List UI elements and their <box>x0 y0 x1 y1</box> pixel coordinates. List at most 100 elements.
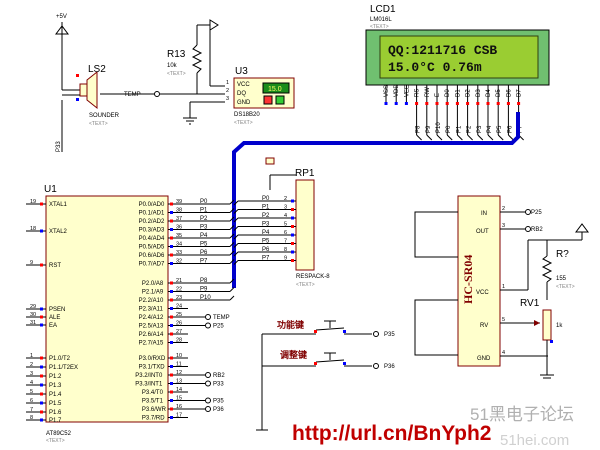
u1-right-pin-name: P3.7/RD <box>142 416 165 422</box>
u1-right-pin-number: 28 <box>176 338 182 344</box>
u1-left-pin-number: 3 <box>30 371 33 377</box>
lcd-net-label: P6 <box>507 125 513 133</box>
rp1-pin-number: 7 <box>284 239 287 245</box>
rp1-pin-number: 5 <box>284 222 287 228</box>
lcd-net-label: P1 <box>456 125 462 133</box>
u1-left-pin-name: P1.4 <box>49 392 62 398</box>
u1-right-pin-name: P0.2/AD2 <box>139 219 165 225</box>
resistor-rq[interactable]: R? 155 <TEXT> <box>527 223 589 300</box>
sounder-ls2[interactable]: LS2 SOUNDER <TEXT> P33 <box>56 64 120 152</box>
u1-left-pin-name: PSEN <box>49 307 65 313</box>
u1-left-pin-number: 8 <box>30 415 33 421</box>
u1-left-pin-name: ALE <box>49 315 60 321</box>
vcc-terminal[interactable]: +5V <box>55 14 69 90</box>
lcd-net-label: P7 <box>518 125 524 133</box>
hcsr04-pin-rv: RV <box>480 323 488 329</box>
u1-net-label: RB2 <box>213 373 225 379</box>
u1-left-pin-number: 19 <box>30 199 36 205</box>
u1-right-pin-name: P0.5/AD5 <box>139 245 165 251</box>
u1-right-pin-name: P0.1/AD1 <box>139 211 165 217</box>
u1-part: AT89C52 <box>46 431 72 437</box>
u1-left-pin-name: P1.3 <box>49 383 62 389</box>
ls2-text: <TEXT> <box>89 121 108 127</box>
lcd-net-label: P3 <box>477 125 483 133</box>
lcd-ref: LCD1 <box>370 4 396 15</box>
lcd-net-label: P8 <box>416 125 422 133</box>
u1-left-pin-number: 7 <box>30 407 33 413</box>
rp1-net-label: P4 <box>262 230 270 236</box>
lcd-pin-label: RW <box>425 87 431 97</box>
function-button[interactable]: 功能键 P35 <box>262 319 395 338</box>
hcsr04-num-in: 2 <box>502 206 505 212</box>
rq-value: 155 <box>556 276 567 282</box>
hcsr04-pin-vcc: VCC <box>476 290 489 296</box>
lcd-net-label: P2 <box>467 125 473 133</box>
watermark-faint: 51hei.com <box>500 432 569 449</box>
potentiometer-rv1[interactable]: RV1 1k <box>520 298 563 379</box>
adjust-button-label: 调整键 <box>280 349 308 360</box>
lcd-part: LM016L <box>370 17 392 23</box>
lcd-pin-label: D6 <box>506 89 512 97</box>
u1-text: <TEXT> <box>46 438 65 444</box>
rv1-value: 1k <box>556 323 563 329</box>
u1-left-pin-number: 6 <box>30 398 33 404</box>
u1-right-pin-number: 27 <box>176 329 182 335</box>
lcd-text: <TEXT> <box>370 24 389 30</box>
u3-text: <TEXT> <box>234 120 253 126</box>
u1-left-pin-name: XTAL2 <box>49 229 68 235</box>
u1-right-pin-name: P2.3/A11 <box>139 307 164 313</box>
watermark: 51黑电子论坛 51hei.com http://url.cn/BnYph2 <box>292 405 574 449</box>
u1-right-pin-number: 17 <box>176 413 182 419</box>
u1-right-pin-name: P3.2/INT0 <box>135 373 163 379</box>
u1-right-pin-name: P3.5/T1 <box>142 399 164 405</box>
rq-ref: R? <box>556 249 569 260</box>
lcd-pin-label: D1 <box>455 89 461 97</box>
u1-right-pin-name: P2.6/A14 <box>139 332 164 338</box>
u1-right-pin-number: 11 <box>176 362 182 368</box>
rp1-net-label: P3 <box>262 222 270 228</box>
u3-part: DS18B20 <box>234 112 260 118</box>
u1-left-pin-number: 1 <box>30 353 33 359</box>
u1-right-pin-name: P0.3/AD3 <box>139 228 165 234</box>
u1-right-pin-name: P0.6/AD6 <box>139 253 165 259</box>
hc-sr04-module[interactable]: HC-SR04 IN OUT VCC RV GND P25 2 RB2 3 1 … <box>414 195 548 367</box>
rp1-net-label: P0 <box>262 196 270 202</box>
lcd-module[interactable]: LCD1 LM016L <TEXT> QQ:1211716 CSB 15.0°C… <box>365 4 550 141</box>
u1-left-pin-number: 31 <box>30 320 36 326</box>
r13-value: 10k <box>167 63 178 69</box>
rq-text: <TEXT> <box>556 284 575 290</box>
ls2-ref: LS2 <box>88 64 106 75</box>
u1-net-label: P33 <box>213 382 224 388</box>
u1-left-pin-name: XTAL1 <box>49 202 68 208</box>
u1-right-pin-number: 21 <box>176 278 182 284</box>
vcc-label: +5V <box>56 14 67 20</box>
u1-right-pin-name: P2.1/A9 <box>142 290 164 296</box>
lcd-pin-label: D7 <box>517 89 523 97</box>
u1-bus-net-label: P5 <box>200 242 208 248</box>
function-button-net: P35 <box>384 332 395 338</box>
lcd-pin-label: D0 <box>445 89 451 97</box>
lcd-pin-label: D4 <box>486 89 492 97</box>
r13-ref: R13 <box>167 49 186 60</box>
u1-right-pin-number: 32 <box>176 259 182 265</box>
u1-right-pin-number: 36 <box>176 225 182 231</box>
rp1-pin-number: 9 <box>284 256 287 262</box>
u1-net-label: P25 <box>213 324 224 330</box>
lcd-pin-label: E <box>435 93 441 97</box>
u1-net-label: TEMP <box>213 315 230 321</box>
u1-right-pin-number: 22 <box>176 287 182 293</box>
temp-sensor-group[interactable]: TEMP R13 10k <TEXT> 1 2 3 VCC DQ GND 15.… <box>100 19 295 126</box>
adjust-button[interactable]: 调整键 P36 <box>262 349 395 370</box>
u1-right-pin-number: 39 <box>176 199 182 205</box>
u1-bus-net-label: P6 <box>200 250 208 256</box>
u1-right-pin-name: P0.7/AD7 <box>139 262 165 268</box>
u1-right-pin-name: P3.3/INT1 <box>135 382 163 388</box>
u1-bus-net-label: P4 <box>200 233 208 239</box>
adjust-button-net: P36 <box>384 364 395 370</box>
hcsr04-num-rv: 5 <box>502 317 505 323</box>
